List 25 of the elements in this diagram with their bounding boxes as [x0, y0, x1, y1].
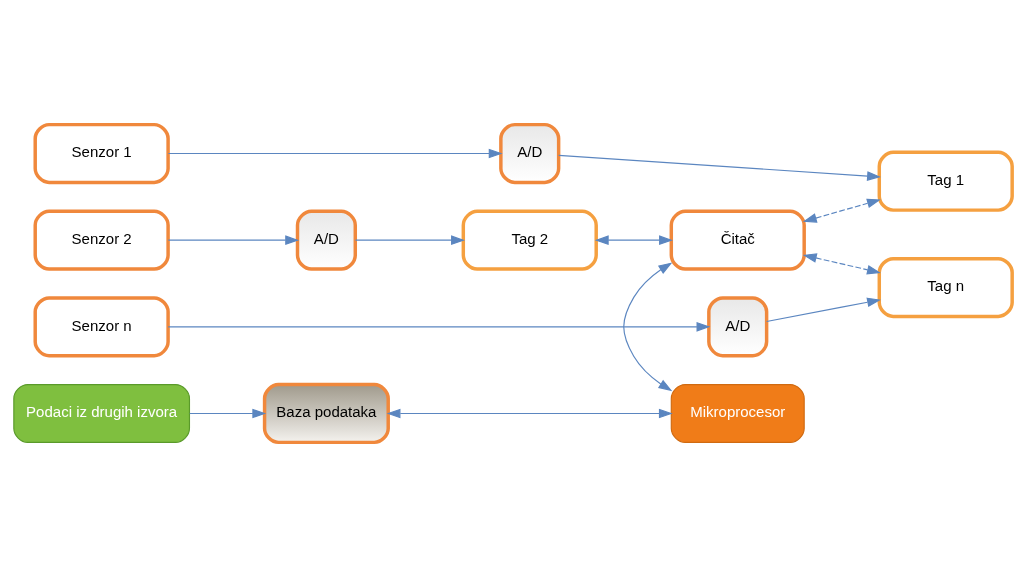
node-box: Čitač: [669, 209, 806, 271]
node-box: Tag n: [877, 256, 1014, 319]
arrow: [765, 297, 881, 323]
node-box: A/D: [295, 209, 357, 271]
arrow: [386, 408, 673, 419]
node-box: Tag 2: [461, 209, 598, 271]
node-box: Baza podataka: [262, 382, 390, 445]
node-box: Senzor 1: [32, 122, 170, 185]
arrow: [167, 148, 503, 159]
node-box: Senzor 2: [32, 209, 170, 271]
arrow: [594, 235, 673, 246]
arrow: [188, 408, 266, 419]
arrow: [354, 235, 465, 246]
arrow: [802, 253, 881, 275]
node-box: A/D: [706, 296, 768, 358]
arrow: [622, 262, 672, 392]
node-box: Mikroprocesor: [670, 384, 805, 443]
node-box: A/D: [498, 122, 560, 185]
arrow: [557, 154, 881, 181]
node-box: Podaci iz drugih izvora: [12, 384, 190, 443]
arrow: [167, 321, 710, 332]
node-box: Senzor n: [32, 296, 170, 358]
arrow: [802, 198, 881, 223]
node-box: Tag 1: [877, 150, 1014, 212]
arrow: [167, 235, 299, 246]
